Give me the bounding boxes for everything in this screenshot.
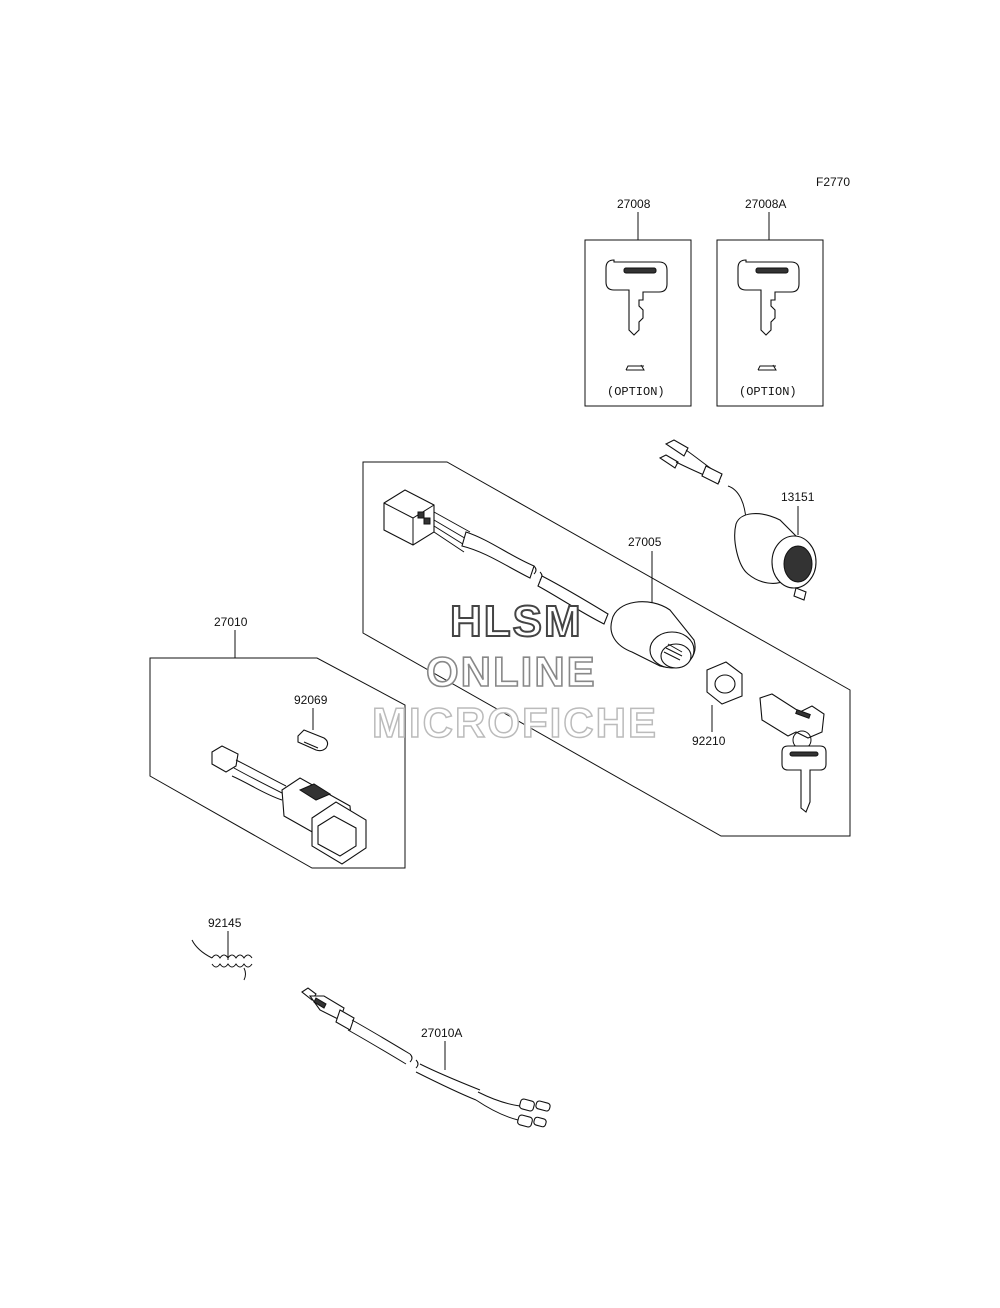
ignition-switch-27005-group[interactable]: 27005 92210 [362, 461, 851, 837]
part-label-13151: 13151 [781, 490, 815, 504]
option-note-1: (OPTION) [607, 385, 665, 399]
spring-92145-icon [191, 939, 253, 981]
part-label-92210: 92210 [692, 734, 726, 748]
ignition-keys-icon [759, 693, 827, 813]
part-label-92069: 92069 [294, 693, 328, 707]
part-label-92145: 92145 [208, 916, 242, 930]
option-note-2: (OPTION) [739, 385, 797, 399]
nut-92210-icon [706, 661, 743, 705]
ignition-switch-body-icon [610, 601, 696, 669]
part-label-27010: 27010 [214, 615, 248, 629]
figure-code: F2770 [816, 175, 850, 189]
key-27008-box [584, 239, 692, 407]
key-27008A-box [716, 239, 824, 407]
watermark-line-1: HLSM [450, 597, 583, 646]
socket-13151-group[interactable]: 13151 [658, 439, 817, 601]
part-label-27005: 27005 [628, 535, 662, 549]
watermark: HLSM ONLINE MICROFICHE [371, 596, 658, 747]
socket-13151-icon [658, 439, 817, 601]
switch-27010-group[interactable]: 27010 92069 [149, 615, 406, 869]
ignition-cable-segment-2 [537, 575, 609, 625]
ignition-cable-segment-1 [461, 531, 535, 579]
part-label-27010A: 27010A [421, 1026, 462, 1040]
key-27008A-group[interactable]: 27008A (OPTION) [716, 197, 824, 407]
watermark-line-3: MICROFICHE [372, 699, 658, 746]
part-label-27008A: 27008A [745, 197, 786, 211]
switch-27010-box [149, 657, 406, 869]
ignition-connector-icon [383, 489, 471, 553]
switch-27010-icon [211, 745, 367, 865]
key-27008A-icon [737, 259, 800, 371]
spring-92145-group[interactable]: 92145 [191, 916, 253, 981]
watermark-line-2: ONLINE [426, 648, 597, 695]
bulb-92069-icon [297, 729, 329, 752]
key-27008-group[interactable]: 27008 (OPTION) [584, 197, 692, 407]
part-label-27008: 27008 [617, 197, 651, 211]
ignition-switch-box [362, 461, 851, 837]
switch-27010A-group[interactable]: 27010A [301, 987, 551, 1128]
switch-27010A-icon [301, 987, 551, 1128]
key-27008-icon [605, 259, 668, 371]
